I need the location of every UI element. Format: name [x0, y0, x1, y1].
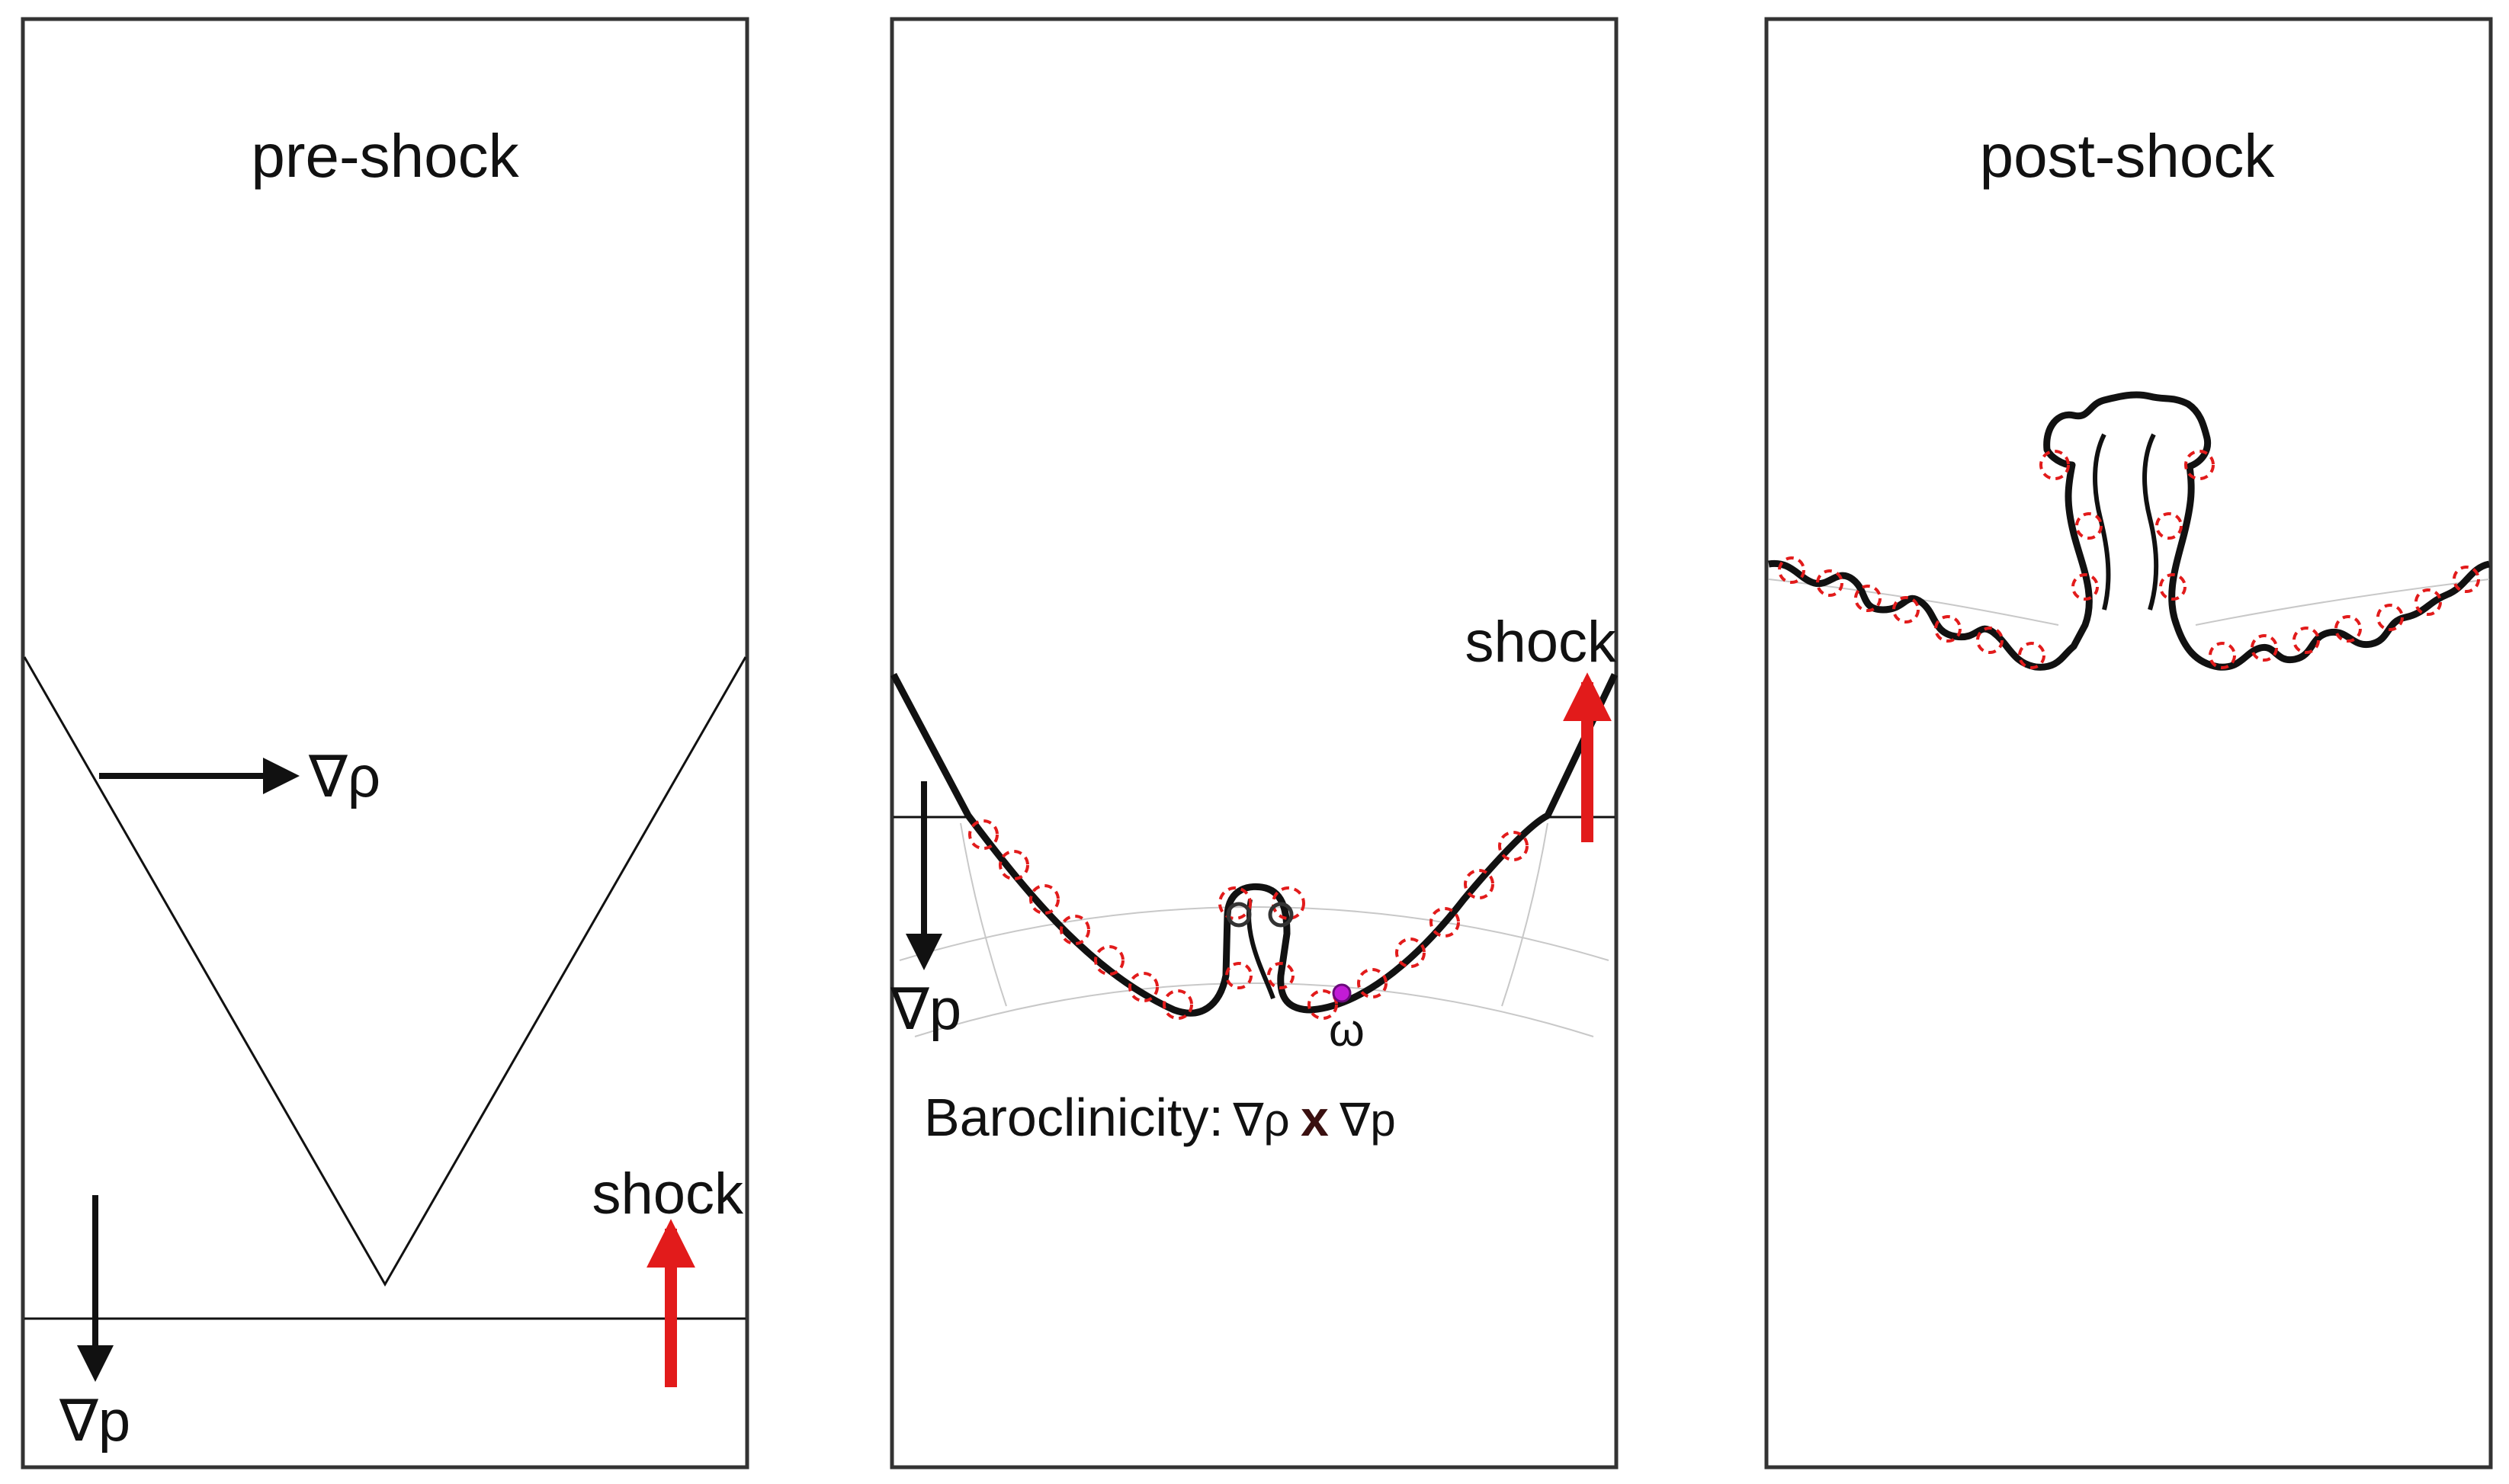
- vorticity-label: ω: [1329, 1005, 1365, 1056]
- vortex-marker: [1128, 972, 1159, 1002]
- panel-frame: [1764, 17, 2493, 1470]
- vortex-marker: [1464, 869, 1494, 899]
- vortex-markers: [1778, 450, 2480, 669]
- vortex-marker: [1854, 585, 1882, 612]
- vortex-marker: [1934, 615, 1962, 643]
- deformed-interface: [890, 672, 1619, 1017]
- vortex-core: [1226, 902, 1252, 928]
- vortex-marker: [2155, 512, 2183, 540]
- vortex-marker: [2184, 450, 2215, 480]
- panel-frame: [890, 17, 1619, 1470]
- vortex-marker: [1163, 989, 1193, 1020]
- vortex-marker: [1272, 886, 1305, 920]
- vortex-marker: [2414, 588, 2442, 616]
- baroclinicity-formula: Baroclinicity: ∇ρ x ∇p: [924, 1088, 1396, 1147]
- vortex-marker: [2159, 573, 2187, 601]
- vortex-marker: [2453, 566, 2480, 593]
- panel-title: post-shock: [1980, 122, 2276, 190]
- baroclinicity-density-gradient: ∇ρ: [1232, 1095, 1289, 1146]
- vorticity-point: [1332, 983, 1352, 1003]
- vortex-marker: [2018, 642, 2045, 669]
- panel-shock-interaction: ω ∇p shock Baroclinicity: ∇ρ x ∇p: [890, 17, 1619, 1470]
- vortex-marker: [1094, 945, 1125, 976]
- vortex-marker: [968, 819, 999, 850]
- vortex-core: [1268, 902, 1294, 928]
- vortex-marker: [2039, 450, 2070, 480]
- vortex-marker: [1778, 556, 1805, 584]
- vortex-marker: [1429, 907, 1460, 938]
- mushroom-cap-vortices: [1226, 902, 1294, 928]
- pressure-gradient-label: ∇p: [59, 1389, 130, 1454]
- vortex-marker: [2071, 573, 2099, 601]
- vortex-marker: [1267, 962, 1295, 989]
- panel-frame: [21, 17, 749, 1470]
- vortex-marker: [1218, 886, 1252, 920]
- vortex-marker: [999, 850, 1029, 880]
- shock-label: shock: [1465, 610, 1617, 675]
- vortex-marker: [2292, 627, 2320, 654]
- vortex-marker: [1892, 596, 1920, 623]
- vortex-marker: [2075, 512, 2103, 540]
- panel-pre-shock: pre-shock ∇ρ ∇p shock: [21, 17, 749, 1470]
- baroclinicity-label: Baroclinicity:: [924, 1088, 1224, 1147]
- density-gradient-label: ∇ρ: [308, 745, 380, 809]
- vortex-marker: [2376, 604, 2404, 631]
- shock-label: shock: [592, 1162, 744, 1226]
- v-shaped-interface: [23, 656, 747, 1287]
- vortex-markers: [968, 819, 1529, 1020]
- vortex-marker: [2334, 615, 2362, 643]
- pressure-gradient-label: ∇p: [890, 977, 961, 1042]
- vortex-marker: [1976, 627, 2004, 654]
- baroclinicity-pressure-gradient: ∇p: [1339, 1095, 1396, 1146]
- vortex-marker: [1357, 968, 1388, 998]
- acoustic-waves: [899, 822, 1609, 1037]
- vortex-marker: [1498, 831, 1529, 861]
- vortex-marker: [2209, 642, 2236, 669]
- panel-post-shock: post-shock: [1764, 17, 2493, 1470]
- baroclinicity-cross: x: [1301, 1090, 1329, 1146]
- vortex-marker: [1029, 884, 1060, 915]
- mushroom-stem-right: [2142, 433, 2159, 611]
- panel-title: pre-shock: [251, 122, 519, 190]
- vortex-marker: [2251, 634, 2278, 662]
- vortex-marker: [1395, 938, 1426, 968]
- rolled-up-interface: [1768, 391, 2491, 671]
- vortex-marker: [1225, 962, 1253, 989]
- vortex-marker: [1307, 989, 1338, 1020]
- vortex-marker: [1816, 569, 1843, 597]
- vortex-marker: [1060, 915, 1090, 945]
